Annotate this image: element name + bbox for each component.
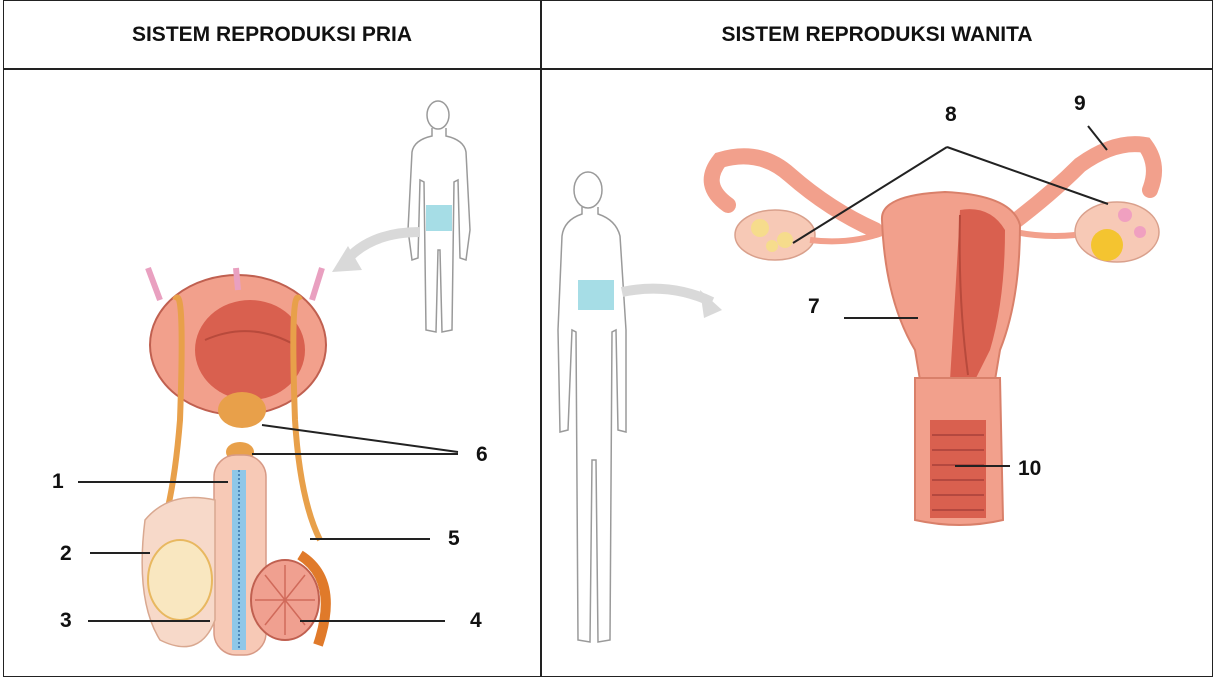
male-label-6: 6 xyxy=(476,443,488,466)
female-label-8: 8 xyxy=(945,103,957,126)
male-label-5: 5 xyxy=(448,527,460,550)
female-pointer-arrow xyxy=(622,289,712,302)
female-label-9: 9 xyxy=(1074,92,1086,115)
male-label-4: 4 xyxy=(470,609,482,632)
male-pointer-arrow xyxy=(345,232,420,262)
female-label-10: 10 xyxy=(1018,457,1041,480)
female-label-7: 7 xyxy=(808,295,820,318)
female-reproductive-diagram: 7 8 9 10 xyxy=(558,92,1159,642)
female-body-silhouette xyxy=(558,172,626,642)
male-reproductive-diagram: 1 2 3 4 5 6 xyxy=(52,101,488,655)
male-label-3: 3 xyxy=(60,609,72,632)
female-highlight-box xyxy=(578,280,614,310)
male-highlight-box xyxy=(426,205,452,231)
male-label-2: 2 xyxy=(60,542,72,565)
male-label-1: 1 xyxy=(52,470,64,493)
